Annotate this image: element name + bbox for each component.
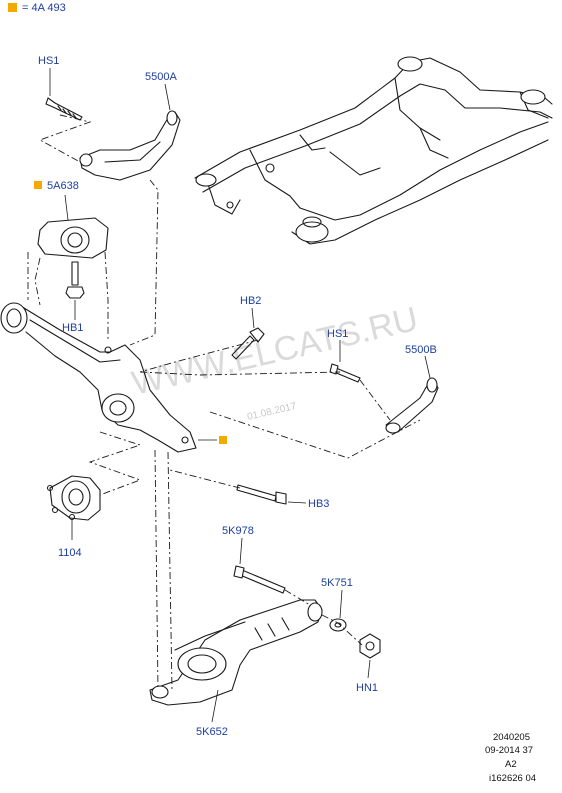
marker-5a638 (34, 181, 42, 189)
label-hs1-right: HS1 (327, 328, 348, 340)
bolt-hb1: HB1 (62, 261, 85, 334)
legend-marker (8, 3, 17, 12)
legend-text: = 4A 493 (22, 2, 66, 14)
bolt-5k978: 5K978 (222, 525, 286, 594)
subframe-bushing-front-right (397, 56, 423, 72)
label-5500b: 5500B (405, 344, 437, 356)
label-hs1-top: HS1 (38, 55, 59, 67)
watermark-date: 01.08.2017 (246, 401, 298, 423)
reference-line-2: 09-2014 37 (485, 745, 533, 756)
reference-line-3: A2 (505, 759, 517, 770)
bushing-5a638: 5A638 (34, 180, 109, 259)
wheel-hub-1104: 1104 (46, 475, 101, 559)
lower-arm-5k652: 5K652 (149, 599, 323, 738)
bolt-hs1-top: HS1 (38, 55, 83, 121)
label-5k978: 5K978 (222, 525, 254, 537)
label-5a638: 5A638 (47, 180, 79, 192)
label-5500a: 5500A (145, 71, 177, 83)
legend: = 4A 493 (8, 2, 66, 14)
rear-subframe (194, 56, 553, 245)
subframe-bushing-front-left (195, 173, 217, 187)
marker-knuckle (219, 436, 227, 444)
nut-hn1: HN1 (356, 633, 381, 694)
subframe-bushing-rear-right (520, 89, 546, 105)
subframe-bushing-rear-left (295, 221, 329, 243)
label-5k751: 5K751 (321, 577, 353, 589)
reference-line-4: i162626 04 (489, 773, 536, 784)
label-5k652: 5K652 (196, 726, 228, 738)
upper-arm-5500a: 5500A (79, 71, 181, 181)
reference-block: 2040205 09-2014 37 A2 i162626 04 (485, 732, 536, 784)
label-hb1: HB1 (62, 322, 83, 334)
bolt-hb2: HB2 (231, 295, 265, 360)
watermark: WWW.ELCATS.RU 01.08.2017 (128, 300, 421, 423)
label-hn1: HN1 (356, 682, 378, 694)
label-hb3: HB3 (308, 498, 329, 510)
bolt-hb3: HB3 (236, 484, 329, 510)
upper-link-5500b: 5500B (385, 344, 439, 434)
reference-line-1: 2040205 (493, 732, 530, 743)
bolt-hs1-right: HS1 (327, 328, 361, 383)
assembly-lines (27, 114, 421, 691)
label-hb2: HB2 (240, 295, 261, 307)
label-1104: 1104 (58, 547, 82, 559)
watermark-site: WWW.ELCATS.RU (128, 300, 421, 403)
rear-knuckle (0, 302, 227, 453)
